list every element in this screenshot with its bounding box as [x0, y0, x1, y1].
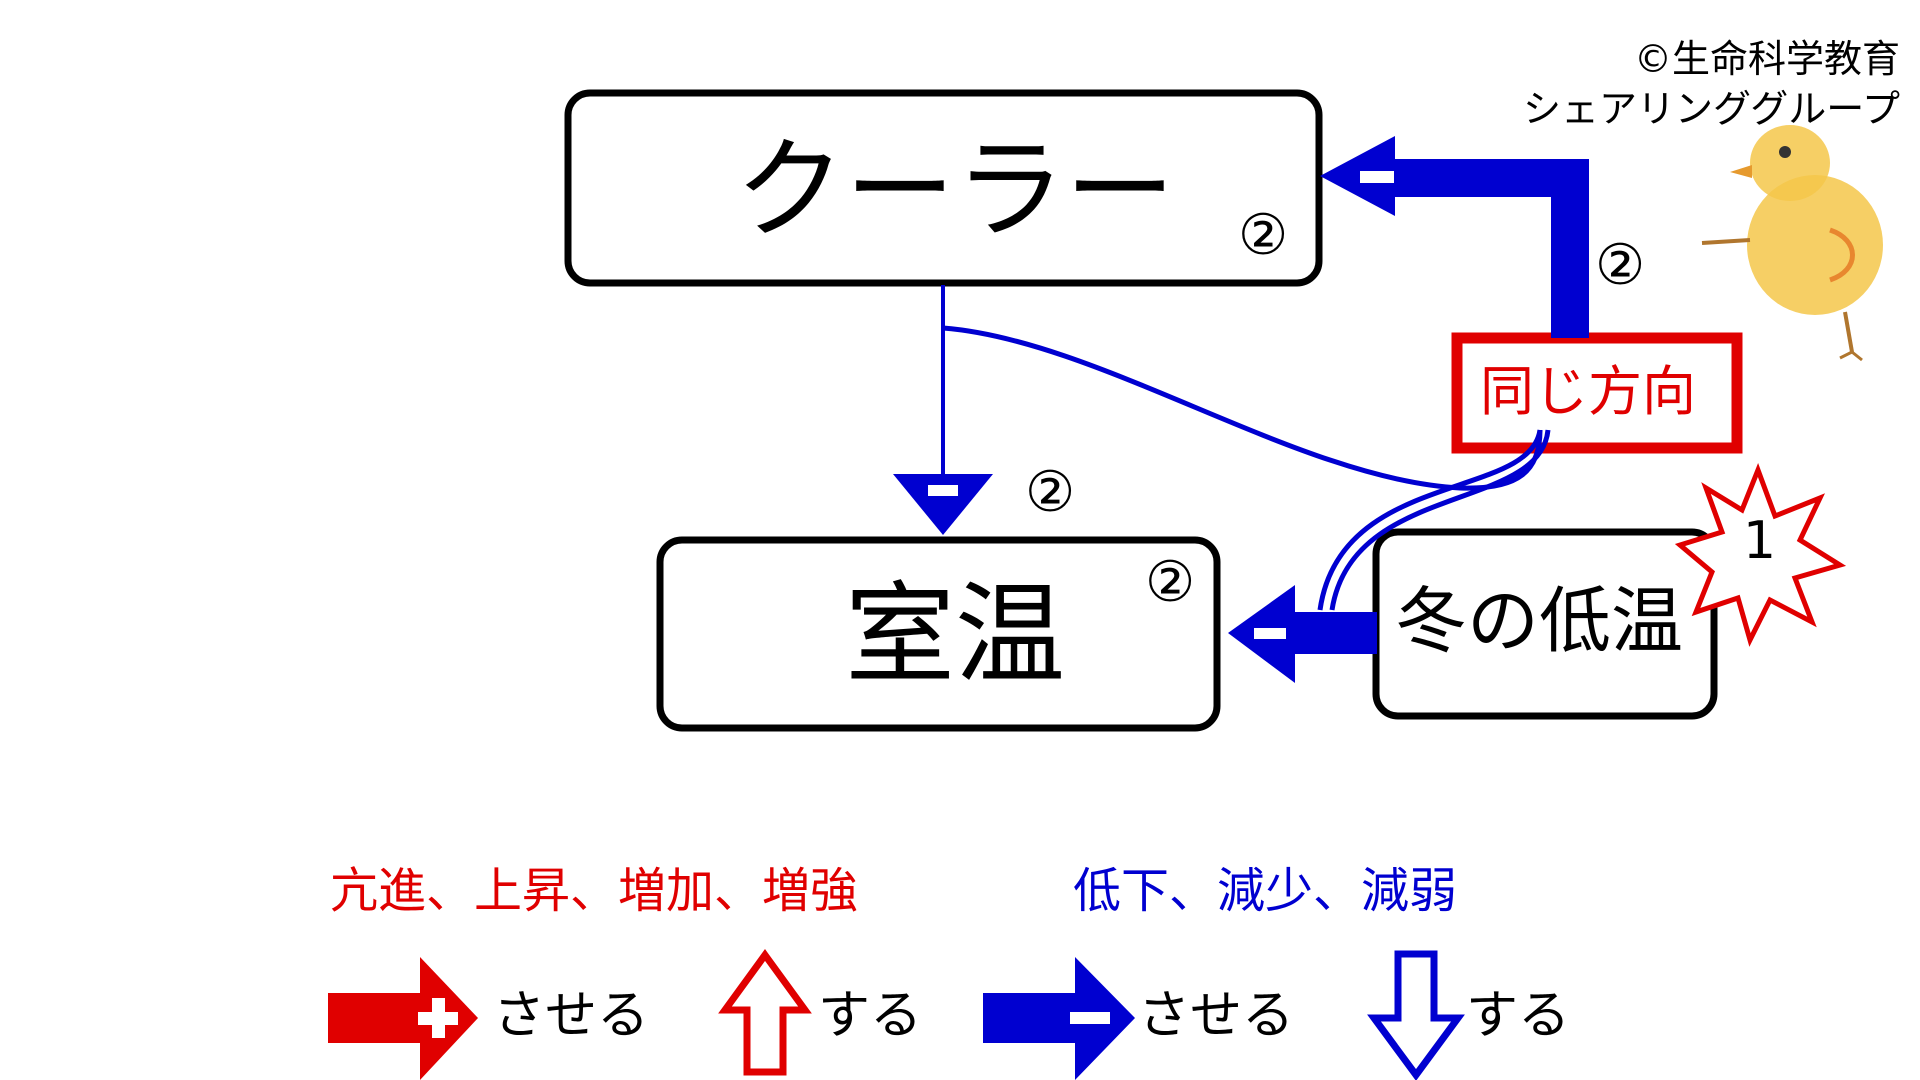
- minus-sign-mid: [928, 485, 958, 496]
- minus-sign-top: [1360, 171, 1394, 183]
- same-direction-box: [1451, 332, 1743, 454]
- legend-red-terms: 亢進、上昇、増加、増強: [330, 863, 859, 919]
- chick-illustration: [1701, 125, 1883, 362]
- same-direction-label: 同じ方向: [1480, 360, 1696, 423]
- legend-blue-terms: 低下、減少、減弱: [1073, 863, 1458, 919]
- legend-down-arrow: [1367, 950, 1465, 1080]
- legend-up-text: する: [818, 986, 923, 1046]
- burst-shape: [1674, 463, 1847, 647]
- arrow-badge-top: ②: [1595, 233, 1646, 298]
- inhibit-arrow-to-cooler: [1380, 159, 1589, 338]
- burst-number: 1: [1743, 511, 1777, 571]
- copyright-line2: シェアリンググループ: [1523, 87, 1900, 131]
- junction-to-cold-arrow-curve: [1317, 429, 1543, 611]
- room-temp-badge: ②: [1145, 550, 1196, 615]
- inhibit-shaft-to-room: [1285, 612, 1377, 654]
- inhibit-arrowhead-to-cooler: [1320, 136, 1395, 216]
- legend-down-text: する: [1466, 986, 1571, 1046]
- legend-minus-text: させる: [1138, 986, 1295, 1046]
- arrow-badge-mid: ②: [1025, 460, 1076, 525]
- legend-plus-text: させる: [493, 986, 650, 1046]
- cooler-badge: ②: [1238, 203, 1289, 268]
- legend-plus-arrow: [328, 957, 478, 1080]
- cooler-to-junction-curve: [942, 325, 1543, 491]
- copyright-line1: ©生命科学教育: [1633, 37, 1900, 81]
- room-temp-label: 室温: [845, 571, 1065, 699]
- cooler-box: [564, 89, 1323, 287]
- winter-cold-label: 冬の低温: [1395, 579, 1684, 663]
- room-temp-box: [656, 536, 1221, 732]
- legend-minus-arrow: [983, 957, 1135, 1080]
- junction-double-line: [1329, 429, 1551, 611]
- legend-up-arrow: [718, 949, 812, 1076]
- cooler-label: クーラー: [735, 126, 1175, 254]
- inhibit-arrowhead-to-room: [893, 474, 993, 535]
- minus-sign-bottom: [1254, 628, 1286, 639]
